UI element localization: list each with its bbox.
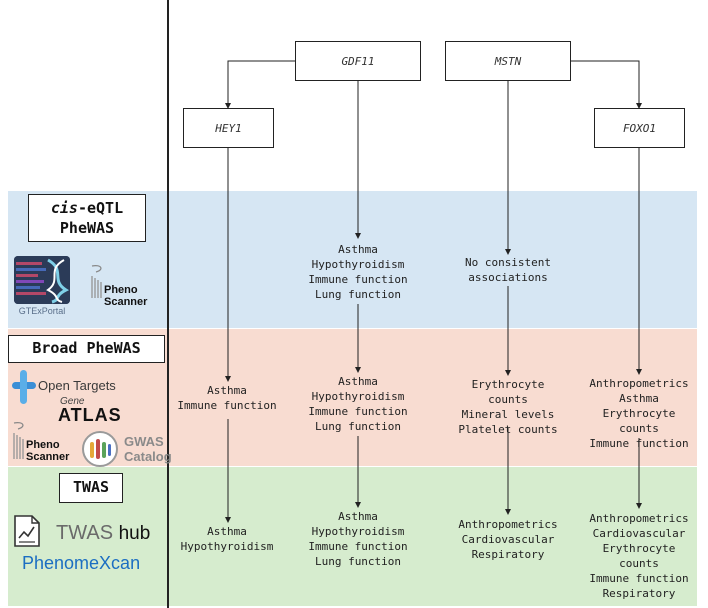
gtex-dna-icon <box>14 256 70 304</box>
result-line: Platelet counts <box>458 423 558 436</box>
arrow-mstn-to-foxo1 <box>571 60 642 109</box>
phenoscanner-logo: Pheno Scanner <box>10 419 82 467</box>
result-line: Anthropometrics <box>589 377 689 390</box>
gtex-portal-logo: GTExPortal <box>14 256 70 318</box>
result-line: Immune function <box>308 273 408 286</box>
result-line: Immune function <box>589 437 689 450</box>
result-line: Lung function <box>314 288 402 301</box>
gwas-catalog-icon <box>82 431 118 467</box>
result-line: Hypothyroidism <box>311 258 405 271</box>
method-cis-prefix: cis <box>50 199 78 217</box>
phenoscanner-icon <box>13 422 24 459</box>
result-line: Asthma <box>619 392 659 405</box>
result-line: counts <box>619 422 659 435</box>
twas-hub-word-a: TWAS <box>56 522 114 544</box>
method-label-twas: TWAS <box>59 473 123 503</box>
gene-box-hey1: HEY1 <box>183 108 274 148</box>
method-label-broad-phewas: Broad PheWAS <box>8 335 165 363</box>
open-targets-icon <box>12 370 36 404</box>
gene-atlas-big: ATLAS <box>58 405 122 425</box>
result-line: Erythrocyte <box>602 407 676 420</box>
result-cis-mstn: No consistent associations <box>448 255 568 285</box>
result-line: Asthma <box>207 384 247 397</box>
open-targets-logo: Open Targets <box>10 368 150 406</box>
phenoscanner-line2: Scanner <box>104 296 148 308</box>
document-chart-icon <box>14 515 40 547</box>
phenoscanner-icon <box>91 265 102 298</box>
gene-box-mstn: MSTN <box>445 41 571 81</box>
result-line: Respiratory <box>602 587 676 600</box>
result-line: Lung function <box>314 555 402 568</box>
result-line: Anthropometrics <box>589 512 689 525</box>
result-line: Respiratory <box>471 548 545 561</box>
twas-hub-label: TWAS hub <box>56 522 150 545</box>
phenomexcan-logo: PhenomeXcan <box>22 553 141 573</box>
result-line: No consistent <box>464 256 552 269</box>
result-line: Asthma <box>338 375 378 388</box>
result-line: Hypothyroidism <box>311 525 405 538</box>
result-line: counts <box>488 393 528 406</box>
result-line: counts <box>619 557 659 570</box>
arrow-gdf11-to-hey1 <box>225 60 295 109</box>
gene-box-gdf11: GDF11 <box>295 41 421 81</box>
gtex-portal-label: GTExPortal <box>18 306 66 316</box>
result-line: associations <box>468 271 548 284</box>
phenoscanner-line1: Pheno <box>26 439 60 451</box>
result-line: Asthma <box>338 243 378 256</box>
result-line: Lung function <box>314 420 402 433</box>
result-line: Asthma <box>207 525 247 538</box>
result-line: Hypothyroidism <box>311 390 405 403</box>
result-line: Cardiovascular <box>592 527 686 540</box>
gene-atlas-logo: Gene ATLAS <box>56 396 122 426</box>
method-cis-line2: PheWAS <box>59 219 115 237</box>
gwas-catalog-logo: GWAS Catalog <box>80 430 172 468</box>
result-line: Cardiovascular <box>461 533 555 546</box>
method-label-cis-eqtl-phewas: cis-eQTL PheWAS <box>28 194 146 242</box>
phenoscanner-logo: Pheno Scanner <box>88 262 168 310</box>
result-line: Immune function <box>589 572 689 585</box>
result-line: Immune function <box>308 540 408 553</box>
open-targets-label: Open Targets <box>38 378 116 393</box>
gwas-catalog-line1: GWAS <box>124 434 164 449</box>
result-line: Immune function <box>177 399 277 412</box>
result-line: Asthma <box>338 510 378 523</box>
result-line: Erythrocyte <box>471 378 545 391</box>
result-line: Anthropometrics <box>458 518 558 531</box>
result-line: Immune function <box>308 405 408 418</box>
phenoscanner-line1: Pheno <box>104 284 138 296</box>
result-line: Mineral levels <box>461 408 555 421</box>
gwas-catalog-line2: Catalog <box>124 449 172 464</box>
gene-box-foxo1: FOXO1 <box>594 108 685 148</box>
result-line: Erythrocyte <box>602 542 676 555</box>
vertical-divider <box>167 0 169 608</box>
method-cis-suffix: -eQTL <box>77 199 124 217</box>
twas-hub-logo: TWAS hub <box>12 514 164 550</box>
gene-atlas-small: Gene <box>60 396 85 407</box>
twas-hub-word-b: hub <box>118 523 151 544</box>
phenoscanner-line2: Scanner <box>26 451 70 463</box>
result-line: Hypothyroidism <box>180 540 274 553</box>
